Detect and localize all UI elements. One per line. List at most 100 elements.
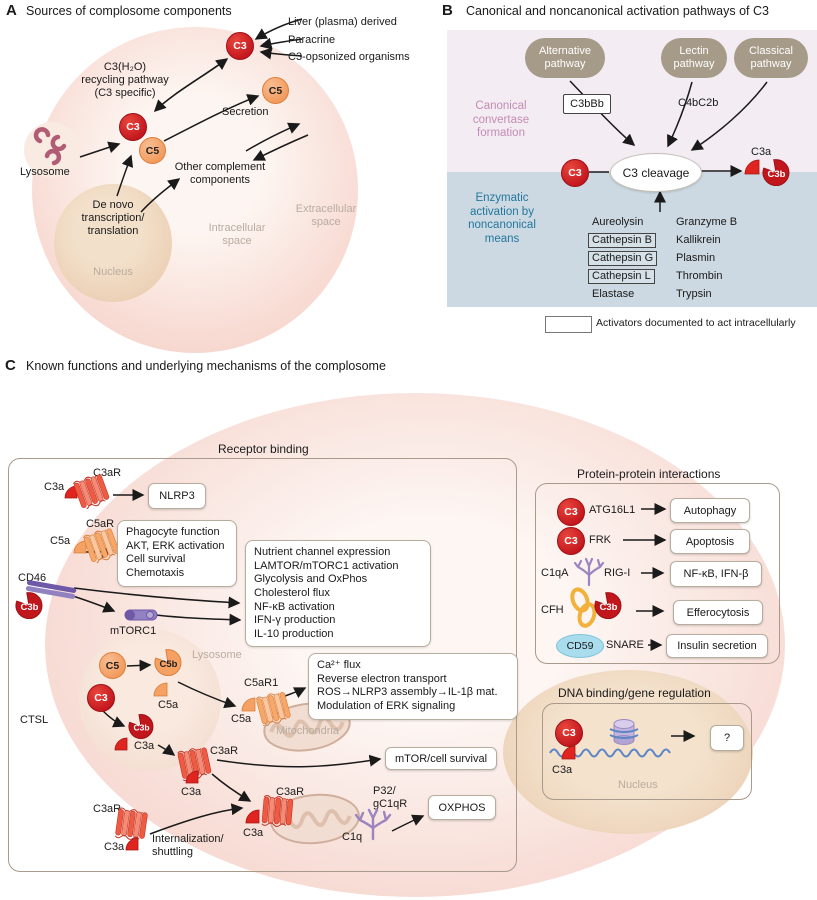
label-de-novo: De novo transcription/ translation (81, 199, 145, 237)
c3a-fragment-icon (125, 837, 139, 851)
c3a-fragment-icon (114, 737, 128, 751)
insulin-secretion-box: Insulin secretion (666, 634, 768, 658)
c3-label: C3 (568, 167, 582, 179)
c1qa-icon (573, 557, 605, 587)
c3-label: C3 (94, 692, 108, 704)
enzyme-aureolysin: Aureolysin (592, 216, 644, 228)
label-other-components: Other complement components (174, 161, 266, 186)
label-c1q: C1q (342, 831, 363, 843)
label-lysosome: Lysosome (192, 649, 242, 661)
c3ar-receptor-icon (114, 807, 148, 840)
label-c5a: C5a (158, 699, 179, 711)
label-canonical-convertase: Canonical convertase formation (472, 100, 530, 140)
c5-label: C5 (145, 144, 160, 157)
autophagy-box: Autophagy (670, 498, 750, 523)
legend-swatch (545, 316, 592, 333)
receptor-binding-title: Receptor binding (218, 442, 309, 456)
label-c5a: C5a (50, 535, 71, 547)
cfh-icon (570, 587, 597, 628)
c5-molecule-intracellular: C5 (139, 137, 166, 164)
panel-b-title: Canonical and noncanonical activation pa… (466, 4, 769, 18)
label-mtorc1: mTORC1 (110, 625, 157, 637)
cd46-receptor-icon (25, 580, 77, 599)
ppi-title: Protein-protein interactions (577, 467, 721, 481)
nlrp3-box: NLRP3 (148, 483, 206, 509)
label-opsonized: C3-opsonized organisms (288, 51, 410, 63)
lysosome-contents-icon (33, 127, 67, 166)
c3-molecule: C3 (555, 719, 583, 747)
c5ar1-receptor-icon (255, 692, 291, 726)
legend-text: Activators documented to act intracellul… (596, 317, 796, 329)
nucleus-shape (503, 670, 753, 834)
label-c5ar: C5aR (86, 518, 115, 530)
nfkb-ifnb-box: NF-κB, IFN-β (670, 561, 762, 587)
c3-label: C3 (564, 535, 578, 547)
label-extracellular-space: Extracellular space (295, 203, 357, 228)
label-internalization: Internalization/ shuttling (152, 833, 224, 858)
c3-molecule: C3 (87, 684, 115, 712)
enzyme-thrombin: Thrombin (676, 270, 723, 282)
c5a-fragment-icon (153, 682, 168, 697)
svg-text:C3b: C3b (21, 602, 39, 613)
c5ar-receptor-icon (83, 528, 120, 563)
c3-label: C3 (564, 506, 578, 518)
svg-text:C3b: C3b (133, 723, 149, 733)
panel-a-title: Sources of complosome components (26, 4, 232, 18)
svg-text:C3b: C3b (600, 602, 618, 613)
label-c5a: C5a (231, 713, 252, 725)
dna-binding-box (542, 703, 752, 800)
lectin-pathway-node: Lectin pathway (661, 38, 727, 78)
c3-molecule: C3 (557, 498, 585, 526)
label-nucleus: Nucleus (618, 779, 658, 791)
c5-label: C5 (105, 659, 120, 672)
panel-c: C Known functions and underlying mechani… (0, 355, 817, 900)
oxphos-box: OXPHOS (428, 795, 496, 820)
panel-a: A Sources of complosome components C3 C5… (0, 0, 435, 353)
enzyme-trypsin: Trypsin (676, 288, 712, 300)
label-lysosome: Lysosome (20, 166, 70, 178)
c3a-fragment-icon (744, 159, 760, 175)
lysosome-shape (24, 122, 80, 178)
enzyme-cathepsin-b: Cathepsin B (588, 233, 656, 248)
c3a-fragment-icon (245, 809, 260, 824)
enzyme-kallikrein: Kallikrein (676, 234, 721, 246)
enzyme-elastase: Elastase (592, 288, 635, 300)
c3ar-receptor-icon (73, 474, 110, 509)
label-c3a: C3a (104, 841, 125, 853)
enzyme-granzyme-b: Granzyme B (676, 216, 738, 228)
label-c5ar1: C5aR1 (244, 677, 279, 689)
c3-label: C3 (562, 727, 576, 739)
c3-molecule: C3 (561, 159, 589, 187)
c3b-fragment-icon: C3b (762, 159, 790, 186)
panel-c-tag: C (5, 357, 16, 374)
svg-text:C3b: C3b (768, 169, 786, 180)
c3-label: C3 (126, 121, 140, 133)
noncanonical-zone (447, 172, 817, 307)
c5-label: C5 (268, 84, 283, 97)
label-c3a: C3a (44, 481, 65, 493)
label-secretion: Secretion (222, 106, 269, 118)
efferocytosis-box: Efferocytosis (673, 600, 763, 625)
c3-label: C3 (233, 40, 247, 52)
nutrient-signaling-box: Nutrient channel expression LAMTOR/mTORC… (245, 540, 431, 648)
label-intracellular-space: Intracellular space (208, 222, 266, 247)
label-frk: FRK (589, 534, 611, 546)
mtor-survival-box: mTOR/cell survival (385, 747, 497, 770)
panel-a-tag: A (6, 2, 17, 19)
c3-molecule-intracellular: C3 (119, 113, 147, 141)
apoptosis-box: Apoptosis (670, 529, 750, 554)
label-c3a: C3a (134, 740, 155, 752)
label-c1qa: C1qA (541, 567, 569, 579)
label-recycling-pathway: C3(H₂O) recycling pathway (C3 specific) (81, 61, 169, 99)
label-liver-derived: Liver (plasma) derived (288, 16, 397, 28)
label-cd46: CD46 (18, 572, 47, 584)
label-enzymatic-activation: Enzymatic activation by noncanonical mea… (468, 192, 536, 245)
c3b-fragment-icon: C3b (15, 592, 43, 619)
label-snare: SNARE (606, 639, 644, 651)
label-c3a: C3a (751, 146, 772, 158)
svg-text:C5b: C5b (160, 659, 178, 670)
c3-molecule-extracellular: C3 (226, 32, 254, 60)
c5-molecule-extracellular: C5 (262, 77, 289, 104)
label-c3ar: C3aR (276, 786, 305, 798)
